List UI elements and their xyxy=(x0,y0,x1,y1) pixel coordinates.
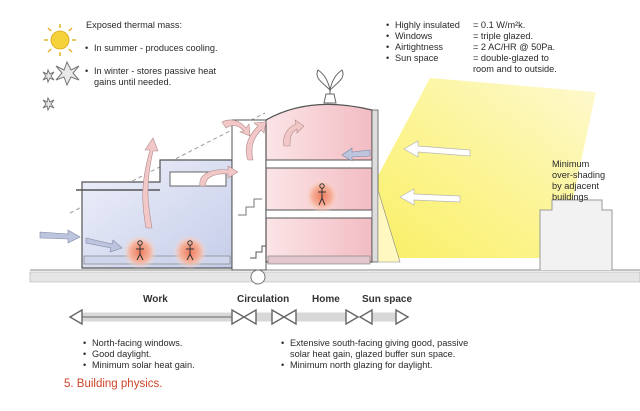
zone-dimension-arrows xyxy=(68,308,410,326)
shading-note: Minimum over-shading by adjacent buildin… xyxy=(552,159,605,203)
spec-key: Airtightness xyxy=(395,42,444,52)
shading-note-line: over-shading xyxy=(552,170,606,180)
note-item: Minimum north glazing for daylight. xyxy=(281,360,468,371)
circulation-well xyxy=(250,269,266,285)
adjacent-building xyxy=(539,199,613,270)
spec-row: Airtightness = 2 AC/HR @ 50Pa. xyxy=(386,42,557,53)
spec-row: Highly insulated = 0.1 W/m²k. xyxy=(386,20,557,31)
spec-value: = 0.1 W/m²k. xyxy=(473,20,526,30)
thermal-mass-winter-2: gains until needed. xyxy=(94,77,172,87)
spec-key: Highly insulated xyxy=(395,20,460,30)
solar-gain-arrows xyxy=(399,140,471,206)
sun-space xyxy=(371,109,401,263)
notes-right: Extensive south-facing giving good, pass… xyxy=(281,338,468,371)
thermal-mass-summer: In summer - produces cooling. xyxy=(85,43,218,54)
roof-turbine xyxy=(316,69,344,104)
note-item: Good daylight. xyxy=(83,349,195,360)
airflow-arrows xyxy=(142,119,305,229)
cool-air-arrows xyxy=(39,147,371,253)
spec-value: = double-glazed to xyxy=(473,53,549,63)
note-item: Minimum solar heat gain. xyxy=(83,360,195,371)
notes-left: North-facing windows. Good daylight. Min… xyxy=(83,338,195,371)
spec-key: Windows xyxy=(395,31,433,41)
spec-row: Sun space = double-glazed to xyxy=(386,53,557,64)
spec-key: Sun space xyxy=(395,53,439,63)
snowflake-icon xyxy=(42,60,80,112)
thermal-mass-title: Exposed thermal mass: xyxy=(86,20,182,30)
zone-label-work: Work xyxy=(143,294,168,305)
spec-value: = triple glazed. xyxy=(473,31,534,41)
zone-label-sun-space: Sun space xyxy=(362,294,413,305)
sun-icon xyxy=(44,24,76,56)
zone-label-circulation: Circulation xyxy=(237,294,290,305)
sunbeam xyxy=(346,78,596,258)
shading-note-line: Minimum xyxy=(552,159,590,169)
occupant-figures xyxy=(136,183,326,261)
spec-value: = 2 AC/HR @ 50Pa. xyxy=(473,42,556,52)
note-item: North-facing windows. xyxy=(83,338,195,349)
note-item: Extensive south-facing giving good, pass… xyxy=(281,338,468,349)
note-item: solar heat gain, glazed buffer sun space… xyxy=(290,349,456,359)
zone-label-home: Home xyxy=(312,294,340,305)
shading-note-line: buildings xyxy=(552,192,589,202)
thermal-mass-winter-1: In winter - stores passive heat xyxy=(85,66,216,77)
specs-list: Highly insulated = 0.1 W/m²k. Windows = tr… xyxy=(386,20,557,75)
spec-row: Windows = triple glazed. xyxy=(386,31,557,42)
shading-note-line: by adjacent xyxy=(552,181,599,191)
figure-caption: 5. Building physics. xyxy=(64,378,163,390)
spec-continued: room and to outside. xyxy=(473,64,557,74)
